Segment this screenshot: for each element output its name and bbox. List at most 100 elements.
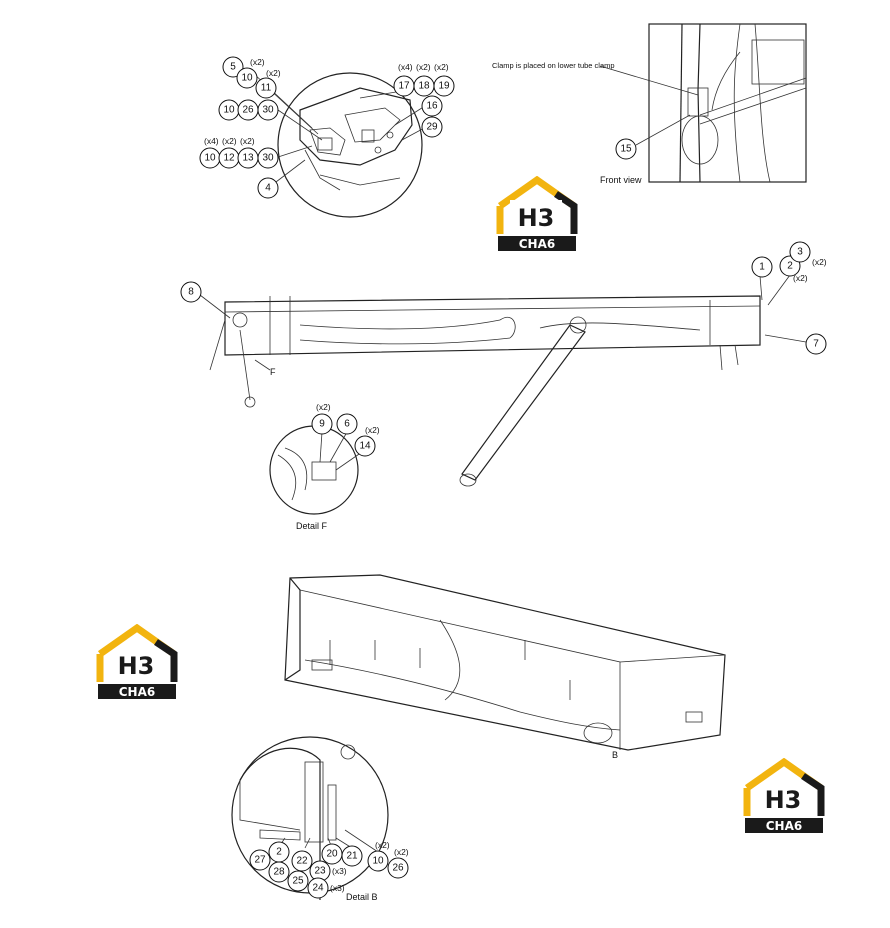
callout-22: 22	[291, 850, 313, 872]
callout-11: 11	[255, 77, 277, 99]
callout-19: 19	[433, 75, 455, 97]
callout-number: 23	[314, 866, 326, 877]
callout-number: 10	[223, 105, 235, 116]
callout-10: 10	[218, 99, 240, 121]
callout-number: 19	[438, 81, 450, 92]
logo-house-icon: H3 CHA6	[496, 176, 578, 251]
qty-label: (x3)	[330, 883, 345, 893]
callout-17: 17	[393, 75, 415, 97]
qty-label: (x2)	[793, 273, 808, 283]
callout-number: 16	[426, 101, 438, 112]
qty-label: (x2)	[240, 136, 255, 146]
callout-29: 29	[421, 116, 443, 138]
qty-label: (x2)	[222, 136, 237, 146]
callout-18: 18	[413, 75, 435, 97]
qty-label: (x2)	[250, 57, 265, 67]
qty-label: (x2)	[394, 847, 409, 857]
callout-26: 26	[237, 99, 259, 121]
callout-1: 1	[751, 256, 773, 278]
logo-top-text: H3	[118, 652, 155, 680]
front-view: Clamp is placed on lower tube clamp 15 F…	[492, 23, 807, 185]
callout-28: 28	[268, 861, 290, 883]
callout-number: 24	[312, 883, 324, 894]
logo-bottom-text: CHA6	[519, 237, 556, 251]
callout-number: 17	[398, 81, 410, 92]
watermark-logo: H3 CHA6	[496, 176, 578, 252]
callout-number: 29	[426, 122, 438, 133]
logo-top-text: H3	[518, 204, 555, 232]
callout-23: 23	[309, 860, 331, 882]
callout-number: 5	[230, 62, 236, 73]
callout-14: 14	[354, 435, 376, 457]
detail-b: 27 2 28 22 25 23 20 21 24 10 26 (x3) (x3…	[231, 736, 409, 902]
callout-number: 18	[418, 81, 430, 92]
callout-number: 26	[392, 863, 404, 874]
boom-isometric: B	[284, 574, 726, 760]
qty-label: (x4)	[204, 136, 219, 146]
callout-4: 4	[257, 177, 279, 199]
logo-bottom-text: CHA6	[766, 819, 803, 833]
callout-number: 26	[242, 105, 254, 116]
callout-number: 6	[344, 419, 350, 430]
callout-number: 2	[276, 847, 282, 858]
boom-assembly: F 8 1 2 3 7 (x2) (x2)	[180, 241, 827, 487]
callout-27: 27	[249, 849, 271, 871]
callout-6: 6	[336, 413, 358, 435]
callout-15: 15	[615, 138, 637, 160]
callout-number: 10	[241, 73, 253, 84]
callout-number: 4	[265, 183, 271, 194]
top-left-detail	[251, 71, 429, 218]
callout-number: 8	[188, 287, 194, 298]
callout-number: 10	[372, 856, 384, 867]
watermark-logo: H3 CHA6	[743, 758, 825, 834]
callout-number: 20	[326, 849, 338, 860]
callout-2: 2	[268, 841, 290, 863]
callout-number: 10	[204, 153, 216, 164]
callout-26: 26	[387, 857, 409, 879]
callout-number: 22	[296, 856, 308, 867]
qty-label: (x2)	[365, 425, 380, 435]
qty-label: (x2)	[375, 840, 390, 850]
callout-number: 15	[620, 144, 632, 155]
callout-9: 9	[311, 413, 333, 435]
logo-house-icon: H3 CHA6	[96, 624, 178, 699]
clamp-note: Clamp is placed on lower tube clamp	[492, 61, 615, 70]
callout-16: 16	[421, 95, 443, 117]
callout-10: 10	[236, 67, 258, 89]
callout-10: 10	[199, 147, 221, 169]
qty-label: (x2)	[316, 402, 331, 412]
callout-number: 14	[359, 441, 371, 452]
logo-top-text: H3	[765, 786, 802, 814]
callout-number: 1	[759, 262, 765, 273]
callout-21: 21	[341, 845, 363, 867]
callout-5: 5	[222, 56, 244, 78]
logo-house-icon: H3 CHA6	[743, 758, 825, 833]
callout-10: 10	[367, 850, 389, 872]
callout-number: 28	[273, 867, 285, 878]
callout-20: 20	[321, 843, 343, 865]
callout-30: 30	[257, 99, 279, 121]
callout-12: 12	[218, 147, 240, 169]
qty-label: (x2)	[266, 68, 281, 78]
detail-f: 9 6 14 (x2) (x2) Detail F	[269, 402, 380, 531]
callout-number: 21	[346, 851, 358, 862]
callout-number: 7	[813, 339, 819, 350]
callout-number: 27	[254, 855, 266, 866]
callout-8: 8	[180, 281, 202, 303]
callout-7: 7	[805, 333, 827, 355]
qty-label: (x2)	[812, 257, 827, 267]
qty-label: (x2)	[416, 62, 431, 72]
callout-number: 25	[292, 876, 304, 887]
top-left-callouts: 5 10 11 10 26 30 10 12 13 30 4 17 18 19 …	[199, 56, 455, 199]
qty-label: (x3)	[332, 866, 347, 876]
callout-number: 13	[242, 153, 254, 164]
callout-number: 2	[787, 261, 793, 272]
callout-30: 30	[257, 147, 279, 169]
callout-number: 30	[262, 105, 274, 116]
callout-number: 9	[319, 419, 325, 430]
qty-label: (x2)	[434, 62, 449, 72]
qty-label: (x4)	[398, 62, 413, 72]
watermark-logo: H3 CHA6	[96, 624, 178, 700]
detail-f-label: Detail F	[296, 521, 328, 531]
